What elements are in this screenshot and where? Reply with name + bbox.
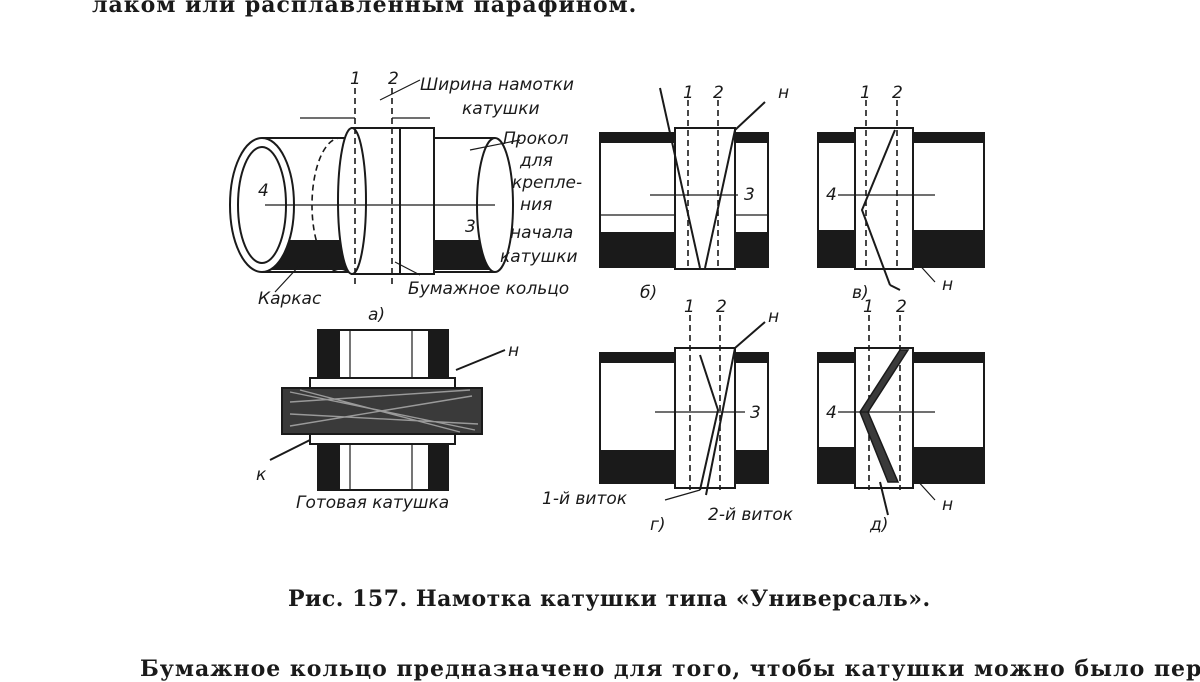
width-label-2: катушки bbox=[462, 99, 540, 119]
wire-v bbox=[860, 129, 901, 291]
wire-b bbox=[659, 87, 766, 269]
g-mark-1: 1 bbox=[684, 297, 695, 317]
guides-v bbox=[865, 100, 898, 270]
width-label: Ширина намотки bbox=[420, 75, 574, 95]
hole-label-6: катушки bbox=[500, 247, 578, 267]
coil-hatch bbox=[289, 389, 479, 433]
b-mark-2: 2 bbox=[713, 83, 724, 103]
b-wire: н bbox=[778, 83, 789, 103]
v-mark-2: 2 bbox=[892, 83, 903, 103]
axis-d bbox=[838, 411, 936, 501]
b-mark-3: 3 bbox=[744, 185, 755, 205]
panel-d: 1 2 4 н д) bbox=[817, 297, 985, 535]
v-mark-1: 1 bbox=[860, 83, 871, 103]
d-mark-1: 1 bbox=[863, 297, 874, 317]
hole-label-2: для bbox=[519, 151, 553, 171]
finished-coil: н к Готовая катушка bbox=[256, 329, 519, 513]
panel-g-letter: г) bbox=[650, 515, 666, 535]
guides-d bbox=[868, 315, 901, 490]
panel-a-guides bbox=[354, 88, 393, 285]
wire-d bbox=[879, 481, 889, 516]
g-turn-2: 2-й виток bbox=[708, 505, 794, 525]
preceding-text-line: лаком или расплавленным парафином. bbox=[92, 0, 638, 18]
coil-wire-n: н bbox=[508, 341, 519, 361]
ring-v bbox=[854, 127, 914, 270]
guides-g bbox=[689, 315, 721, 490]
coil-wire-k: к bbox=[256, 465, 267, 485]
d-mark-4: 4 bbox=[826, 403, 837, 423]
wire-g bbox=[699, 321, 766, 496]
v-mark-4: 4 bbox=[826, 185, 837, 205]
g-mark-3: 3 bbox=[750, 403, 761, 423]
v-wire: н bbox=[942, 275, 953, 295]
mark-1: 1 bbox=[350, 69, 361, 89]
panel-b-letter: б) bbox=[640, 283, 657, 303]
g-mark-2: 2 bbox=[716, 297, 727, 317]
paper-ring bbox=[351, 127, 435, 275]
b-mark-1: 1 bbox=[683, 83, 694, 103]
axis-v bbox=[838, 194, 936, 283]
hole-label-3: крепле- bbox=[512, 173, 582, 193]
panel-v: 1 2 4 н в) bbox=[817, 83, 985, 303]
panel-v-letter: в) bbox=[852, 283, 869, 303]
guides-b bbox=[687, 100, 719, 270]
panel-a-tube: 1 2 3 4 Ширина намотки катушки Прокол дл… bbox=[229, 69, 582, 325]
hole-label-1: Прокол bbox=[503, 129, 569, 149]
g-wire: н bbox=[768, 307, 779, 327]
ring-left-edge bbox=[337, 127, 367, 275]
hole-label-5: начала bbox=[510, 223, 573, 243]
d-wire: н bbox=[942, 495, 953, 515]
figure-caption: Рис. 157. Намотка катушки типа «Универса… bbox=[288, 586, 931, 612]
mark-3: 3 bbox=[465, 217, 476, 237]
following-text-line: Бумажное кольцо предназначено для того, … bbox=[140, 656, 1200, 682]
mark-4: 4 bbox=[258, 181, 269, 201]
panel-a-letter: а) bbox=[368, 305, 385, 325]
panel-g: 1 2 3 н 1-й виток 2-й виток г) bbox=[542, 297, 794, 535]
ring-label: Бумажное кольцо bbox=[408, 279, 569, 299]
panel-d-letter: д) bbox=[869, 515, 888, 535]
mark-2: 2 bbox=[388, 69, 399, 89]
axis-g bbox=[655, 411, 745, 501]
d-mark-2: 2 bbox=[896, 297, 907, 317]
g-turn-1: 1-й виток bbox=[542, 489, 628, 509]
leader-lines bbox=[274, 79, 521, 293]
coil-wires bbox=[269, 349, 506, 461]
finished-label: Готовая катушка bbox=[296, 493, 449, 513]
panel-b: 1 2 3 н б) bbox=[599, 83, 789, 303]
hole-label-4: ния bbox=[520, 195, 552, 215]
frame-label: Каркас bbox=[258, 289, 322, 309]
